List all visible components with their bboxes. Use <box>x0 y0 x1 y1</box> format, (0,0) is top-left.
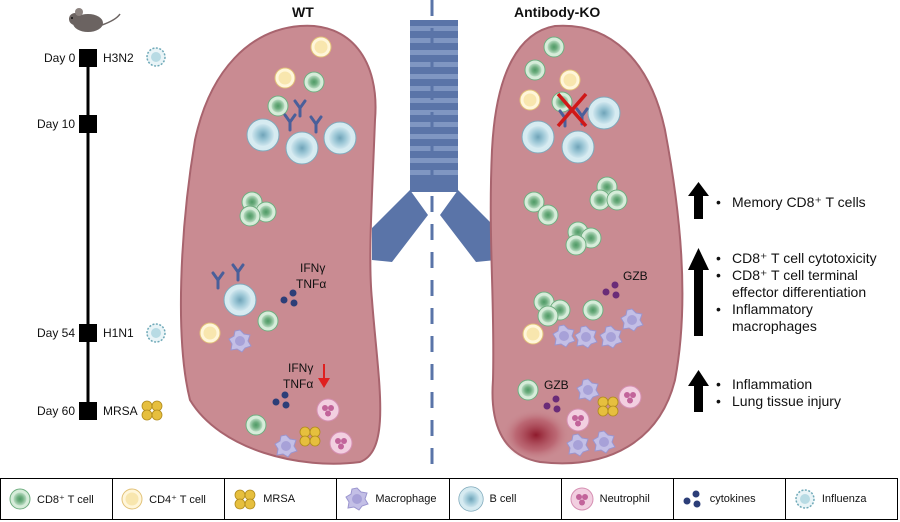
legend-label: CD8⁺ T cell <box>37 493 94 506</box>
mrsa-icon <box>234 489 256 510</box>
timeline-event: H3N2 <box>103 51 134 65</box>
effect-item: CD8⁺ T cell terminal <box>732 267 858 283</box>
gzb-label: GZB <box>544 378 569 392</box>
timeline-marker <box>79 115 97 133</box>
macrophage-icon <box>345 487 369 511</box>
b-cell-icon <box>457 486 484 512</box>
legend-item-neutrophil: Neutrophil <box>562 479 674 519</box>
mouse-icon <box>69 8 121 32</box>
decrease-arrow-icon <box>318 364 330 388</box>
effects-group-2: •CD8⁺ T cell cytotoxicity •CD8⁺ T cell t… <box>716 250 877 334</box>
effects-group-3: •Inflammation •Lung tissue injury <box>716 376 841 409</box>
timeline <box>69 8 166 421</box>
timeline-day: Day 10 <box>37 117 76 131</box>
knockout-x-icon <box>556 92 588 128</box>
effect-item: Memory CD8⁺ T cells <box>732 194 866 210</box>
legend-label: Macrophage <box>375 493 437 505</box>
cytokine-label: IFNγ <box>300 261 326 275</box>
antibody-ko-header: Antibody-KO <box>514 4 601 20</box>
legend-label: CD4⁺ T cell <box>149 493 206 506</box>
timeline-event: MRSA <box>103 404 138 418</box>
legend-label: Neutrophil <box>599 493 650 505</box>
timeline-day: Day 0 <box>44 51 76 65</box>
timeline-marker <box>79 49 97 67</box>
legend-label: B cell <box>489 493 517 505</box>
effect-item: Inflammatory <box>732 301 813 317</box>
legend-label: Influenza <box>821 493 867 505</box>
legend-label: MRSA <box>263 493 296 505</box>
legend-item-mrsa: MRSA <box>225 479 338 519</box>
cytokine-label: TNFα <box>283 377 314 391</box>
increase-arrow-icon <box>688 182 709 219</box>
legend-item-cd8: CD8⁺ T cell <box>1 479 114 519</box>
legend-item-cytokines: cytokines <box>674 479 786 519</box>
tissue-injury-spot <box>502 409 570 461</box>
mrsa-icon <box>141 400 163 421</box>
effect-item: Lung tissue injury <box>732 393 841 409</box>
neutrophil-icon <box>570 487 594 511</box>
legend-item-bcell: B cell <box>450 479 562 519</box>
legend-label: cytokines <box>709 493 756 505</box>
effect-item: macrophages <box>732 318 817 334</box>
influenza-icon <box>146 323 166 343</box>
influenza-icon <box>146 47 166 67</box>
increase-arrow-icon <box>688 248 709 336</box>
legend-item-influenza: Influenza <box>786 479 897 519</box>
legend-item-macrophage: Macrophage <box>337 479 450 519</box>
cytokine-label: TNFα <box>296 277 327 291</box>
effect-item: CD8⁺ T cell cytotoxicity <box>732 250 877 266</box>
timeline-day: Day 54 <box>37 326 76 340</box>
timeline-event: H1N1 <box>103 326 134 340</box>
effect-item: effector differentiation <box>732 284 867 300</box>
wt-lung <box>179 24 382 465</box>
timeline-marker <box>79 402 97 420</box>
influenza-icon <box>795 489 815 509</box>
wt-header: WT <box>292 4 314 20</box>
legend-item-cd4: CD4⁺ T cell <box>113 479 226 519</box>
trachea <box>372 20 496 262</box>
gzb-label: GZB <box>623 269 648 283</box>
cytokine-label: IFNγ <box>288 361 314 375</box>
cd8-t-cell-icon <box>9 488 31 510</box>
increase-arrow-icon <box>688 370 709 412</box>
effects-group-1: •Memory CD8⁺ T cells <box>716 194 866 210</box>
timeline-marker <box>79 324 97 342</box>
cytokines-icon <box>683 490 701 508</box>
legend: CD8⁺ T cell CD4⁺ T cell MRSA Macrophage … <box>0 478 898 520</box>
effect-item: Inflammation <box>732 376 813 392</box>
cd4-t-cell-icon <box>121 488 143 510</box>
timeline-day: Day 60 <box>37 404 76 418</box>
